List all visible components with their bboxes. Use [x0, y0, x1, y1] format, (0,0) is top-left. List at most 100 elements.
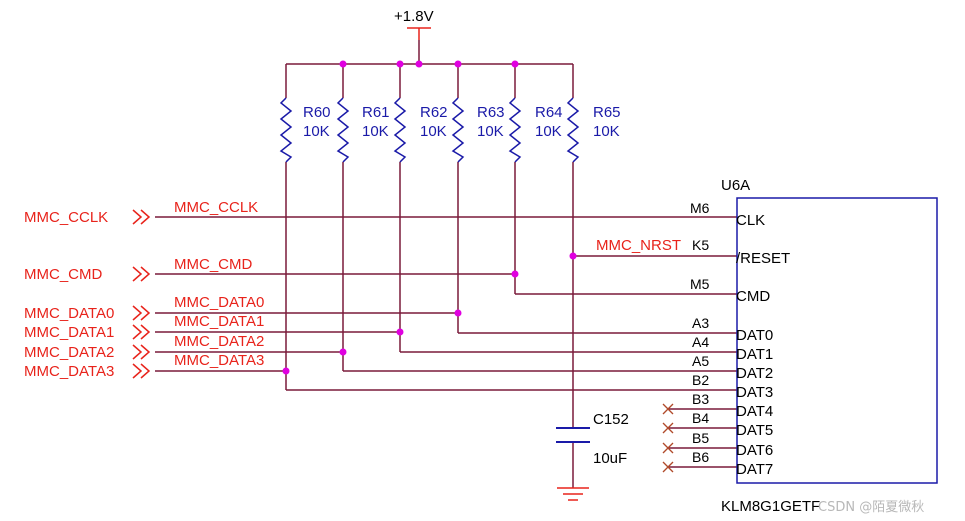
- pin-name: DAT4: [736, 403, 773, 420]
- junction-dot: [282, 367, 290, 375]
- pin-name: DAT3: [736, 384, 773, 401]
- resistor-r63: R63 10K: [451, 97, 505, 163]
- pin-name: DAT6: [736, 442, 773, 459]
- port-arrow: [132, 266, 143, 282]
- pin-number: A3: [692, 315, 709, 331]
- port-arrow: [132, 363, 143, 379]
- port-arrow: [140, 266, 151, 282]
- resistor-value: 10K: [362, 123, 389, 140]
- resistor-r61: R61 10K: [336, 97, 390, 163]
- port-arrow: [132, 324, 143, 340]
- chip-body: [736, 197, 938, 484]
- pin-name: CLK: [736, 212, 765, 229]
- pin-name: DAT7: [736, 461, 773, 478]
- resistor-symbol: [279, 97, 293, 163]
- net-label-mmc-data0: MMC_DATA0: [174, 294, 264, 311]
- junction-dot: [511, 60, 519, 68]
- pin-number: B4: [692, 410, 709, 426]
- port-label: MMC_DATA2: [24, 344, 114, 361]
- port-arrow: [140, 324, 151, 340]
- port-arrow: [132, 209, 143, 225]
- port-mmc-data1: MMC_DATA1: [24, 324, 151, 341]
- port-arrow: [132, 344, 143, 360]
- junction-dot: [454, 309, 462, 317]
- resistor-value: 10K: [303, 123, 330, 140]
- junction-dot: [454, 60, 462, 68]
- no-connect-marker: [662, 442, 674, 454]
- resistor-r65: R65 10K: [566, 97, 621, 163]
- port-mmc-cmd: MMC_CMD: [24, 266, 151, 283]
- port-arrow: [140, 305, 151, 321]
- resistor-symbol: [508, 97, 522, 163]
- chip-part: KLM8G1GETF: [721, 498, 820, 515]
- resistor-symbol: [566, 97, 580, 163]
- resistor-ref: R65: [593, 104, 621, 121]
- capacitor-c152: C152 10uF: [556, 411, 629, 467]
- pin-number: B2: [692, 372, 709, 388]
- power-symbol: +1.8V: [394, 8, 434, 40]
- junction-dot: [396, 60, 404, 68]
- chip-ref: U6A: [721, 177, 750, 194]
- net-label-mmc-data3: MMC_DATA3: [174, 352, 264, 369]
- port-mmc-data0: MMC_DATA0: [24, 305, 151, 322]
- wires: [155, 40, 737, 488]
- resistor-value: 10K: [535, 123, 562, 140]
- ground-symbol: [557, 487, 589, 501]
- chip-u6a: U6A KLM8G1GETF M6 CLK K5 /RESET M5 CMD A…: [690, 177, 938, 515]
- net-label-mmc-data1: MMC_DATA1: [174, 313, 264, 330]
- resistor-ref: R63: [477, 104, 505, 121]
- junction-dot: [511, 270, 519, 278]
- no-connect-group: [662, 403, 674, 473]
- port-arrow: [132, 305, 143, 321]
- no-connect-marker: [662, 422, 674, 434]
- pin-name: DAT1: [736, 346, 773, 363]
- resistor-r62: R62 10K: [393, 97, 448, 163]
- junction-group: [282, 60, 577, 375]
- port-mmc-data2: MMC_DATA2: [24, 344, 151, 361]
- port-label: MMC_DATA1: [24, 324, 114, 341]
- pin-name: CMD: [736, 288, 770, 305]
- pin-number: B3: [692, 391, 709, 407]
- resistor-ref: R62: [420, 104, 448, 121]
- port-mmc-data3: MMC_DATA3: [24, 363, 151, 380]
- junction-dot: [339, 60, 347, 68]
- resistor-symbol: [336, 97, 350, 163]
- port-arrow: [140, 363, 151, 379]
- power-label: +1.8V: [394, 8, 434, 25]
- pin-number: M6: [690, 200, 710, 216]
- resistor-value: 10K: [593, 123, 620, 140]
- pin-name: /RESET: [736, 250, 790, 267]
- port-arrow: [140, 209, 151, 225]
- net-label-mmc-nrst: MMC_NRST: [596, 237, 681, 254]
- pin-number: K5: [692, 237, 709, 253]
- resistor-value: 10K: [420, 123, 447, 140]
- capacitor-ref: C152: [593, 411, 629, 428]
- pin-number: B6: [692, 449, 709, 465]
- resistor-ref: R64: [535, 104, 563, 121]
- junction-dot: [339, 348, 347, 356]
- resistor-value: 10K: [477, 123, 504, 140]
- watermark: CSDN @陌夏微秋: [818, 500, 924, 515]
- port-label: MMC_DATA0: [24, 305, 114, 322]
- junction-dot: [569, 252, 577, 260]
- capacitor-value: 10uF: [593, 450, 627, 467]
- port-group: MMC_CCLK MMC_CMD MMC_DATA0 MMC_DATA1 MMC…: [24, 209, 151, 380]
- resistor-symbol: [393, 97, 407, 163]
- pin-name: DAT0: [736, 327, 773, 344]
- resistor-r60: R60 10K: [279, 97, 331, 163]
- pin-name: DAT5: [736, 422, 773, 439]
- resistor-group: R60 10K R61 10K R62 10K R63 10K R64 10K …: [279, 97, 621, 163]
- pin-number: A4: [692, 334, 709, 350]
- pin-number: M5: [690, 276, 710, 292]
- no-connect-marker: [662, 403, 674, 415]
- port-label: MMC_CCLK: [24, 209, 108, 226]
- pin-number: B5: [692, 430, 709, 446]
- junction-dot: [396, 328, 404, 336]
- port-mmc-cclk: MMC_CCLK: [24, 209, 151, 226]
- port-label: MMC_CMD: [24, 266, 102, 283]
- resistor-symbol: [451, 97, 465, 163]
- net-label-mmc-cmd: MMC_CMD: [174, 256, 252, 273]
- junction-dot: [415, 60, 423, 68]
- no-connect-marker: [662, 461, 674, 473]
